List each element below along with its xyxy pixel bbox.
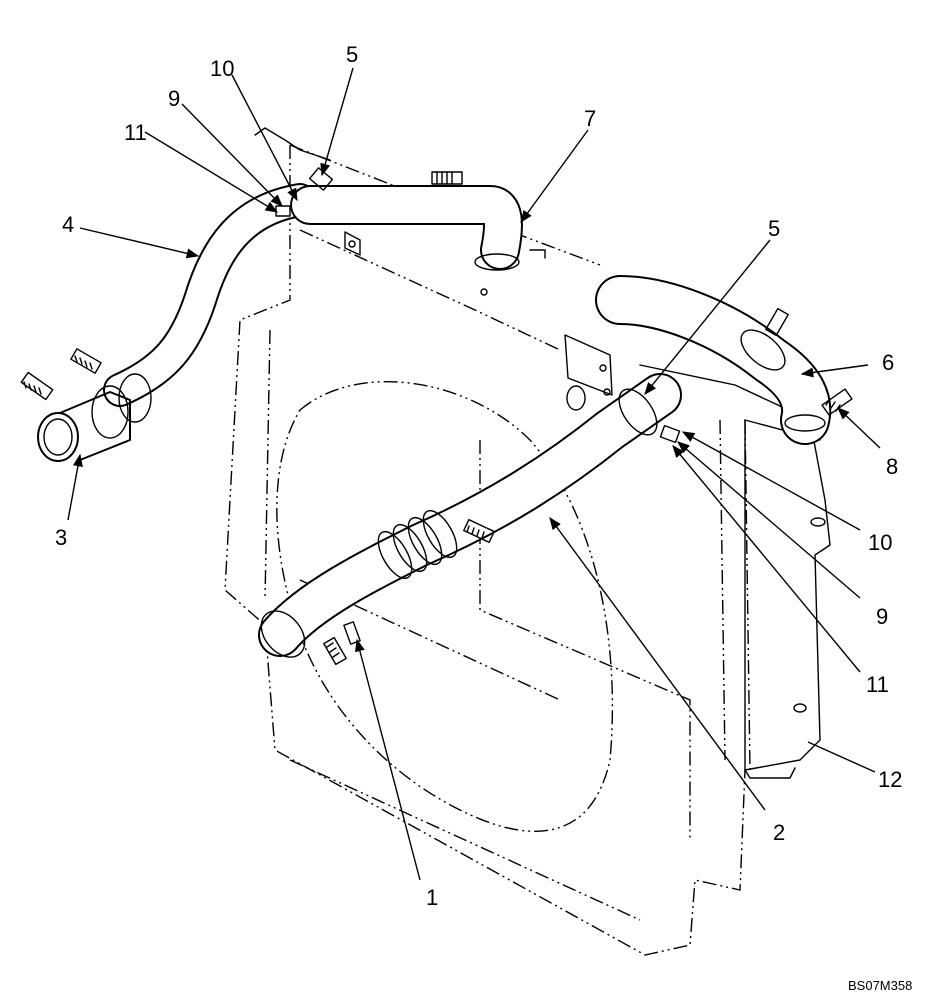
callout-5-right: 5 [768, 216, 780, 241]
hose-clamps [20, 167, 853, 666]
callout-2: 2 [773, 820, 785, 845]
callout-8: 8 [886, 454, 898, 479]
callout-10-top: 10 [210, 56, 234, 81]
clamp-screw [70, 348, 102, 374]
callout-7: 7 [584, 106, 596, 131]
callout-9-right: 9 [876, 604, 888, 629]
clamp-screw [431, 171, 463, 185]
clamp-screw [323, 636, 347, 666]
callout-11-right: 11 [866, 672, 889, 697]
hose-upper-left [103, 183, 317, 407]
drawing-reference-code: BS07M358 [848, 978, 912, 993]
clamp-screw [463, 518, 495, 544]
inlet-fitting [37, 373, 152, 462]
hose-top [290, 185, 523, 271]
callout-11-top: 11 [124, 120, 147, 145]
hose-lower-diagonal [258, 373, 682, 658]
clamp-screw [20, 371, 54, 401]
clamp-screw [765, 307, 789, 337]
radiator-shroud [224, 144, 751, 956]
hose-right-elbow [595, 275, 832, 445]
callout-12: 12 [878, 767, 902, 792]
callout-10-right: 10 [868, 530, 892, 555]
callout-1: 1 [426, 885, 438, 910]
callout-3: 3 [55, 525, 67, 550]
callout-6: 6 [882, 350, 894, 375]
bracket-bolt [659, 424, 681, 444]
callout-labels: 1 2 3 4 5 5 6 7 8 9 9 10 10 11 11 12 [55, 42, 902, 910]
callout-4: 4 [62, 212, 74, 237]
callout-leaders [67, 67, 881, 881]
callout-9-top: 9 [168, 86, 180, 111]
top-bracket [254, 127, 613, 411]
callout-5-top: 5 [346, 42, 358, 67]
